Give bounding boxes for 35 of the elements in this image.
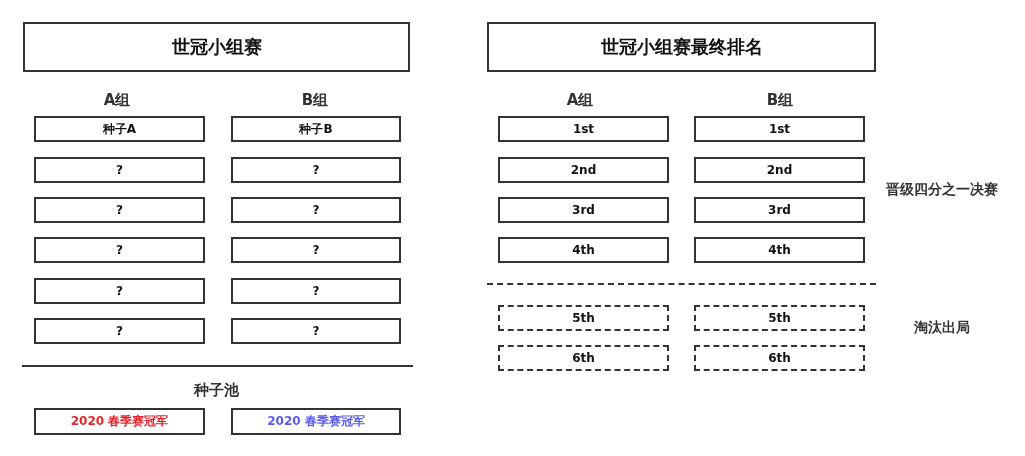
text-box: 2nd bbox=[694, 157, 865, 183]
section-heading: 种子池 bbox=[193, 380, 239, 400]
text-box: 1st bbox=[694, 116, 865, 142]
text-box: 2020 春季赛冠军 bbox=[34, 408, 205, 435]
side-label: 淘汰出局 bbox=[914, 319, 970, 337]
title-box: 世冠小组赛最终排名 bbox=[487, 22, 876, 72]
text-box: 2020 春季赛冠军 bbox=[231, 408, 401, 435]
text-box: ? bbox=[231, 237, 401, 263]
text-box: 种子A bbox=[34, 116, 205, 142]
text-box: ? bbox=[34, 278, 205, 304]
text-box: 3rd bbox=[694, 197, 865, 223]
text-box: ? bbox=[34, 318, 205, 344]
group-heading: B组 bbox=[301, 90, 329, 110]
text-box: 4th bbox=[694, 237, 865, 263]
text-box: ? bbox=[231, 157, 401, 183]
title-box: 世冠小组赛 bbox=[23, 22, 410, 72]
text-box: ? bbox=[231, 318, 401, 344]
text-box: ? bbox=[34, 197, 205, 223]
text-box: ? bbox=[231, 197, 401, 223]
text-box: ? bbox=[34, 237, 205, 263]
text-box: 5th bbox=[694, 305, 865, 331]
text-box: 6th bbox=[498, 345, 669, 371]
text-box: 6th bbox=[694, 345, 865, 371]
side-label: 晋级四分之一决赛 bbox=[886, 181, 998, 199]
text-box: 5th bbox=[498, 305, 669, 331]
group-heading: B组 bbox=[766, 90, 794, 110]
text-box: 3rd bbox=[498, 197, 669, 223]
text-box: ? bbox=[231, 278, 401, 304]
group-heading: A组 bbox=[103, 90, 131, 110]
text-box: 4th bbox=[498, 237, 669, 263]
group-heading: A组 bbox=[566, 90, 594, 110]
text-box: ? bbox=[34, 157, 205, 183]
text-box: 种子B bbox=[231, 116, 401, 142]
text-box: 1st bbox=[498, 116, 669, 142]
text-box: 2nd bbox=[498, 157, 669, 183]
